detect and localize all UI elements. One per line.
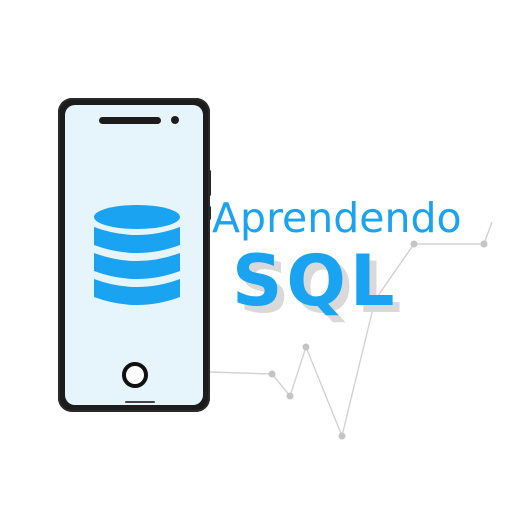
phone-screen bbox=[65, 105, 203, 405]
bottom-bar bbox=[125, 401, 155, 403]
power-button bbox=[208, 206, 211, 220]
smartphone-icon bbox=[58, 98, 211, 412]
volume-button bbox=[208, 170, 211, 196]
database-icon bbox=[94, 205, 180, 305]
home-button-icon bbox=[122, 362, 148, 388]
front-camera bbox=[171, 116, 179, 124]
title-line-2: SQL bbox=[232, 240, 399, 322]
speaker-grille bbox=[99, 117, 161, 124]
title-line-1: Aprendendo bbox=[212, 194, 462, 242]
